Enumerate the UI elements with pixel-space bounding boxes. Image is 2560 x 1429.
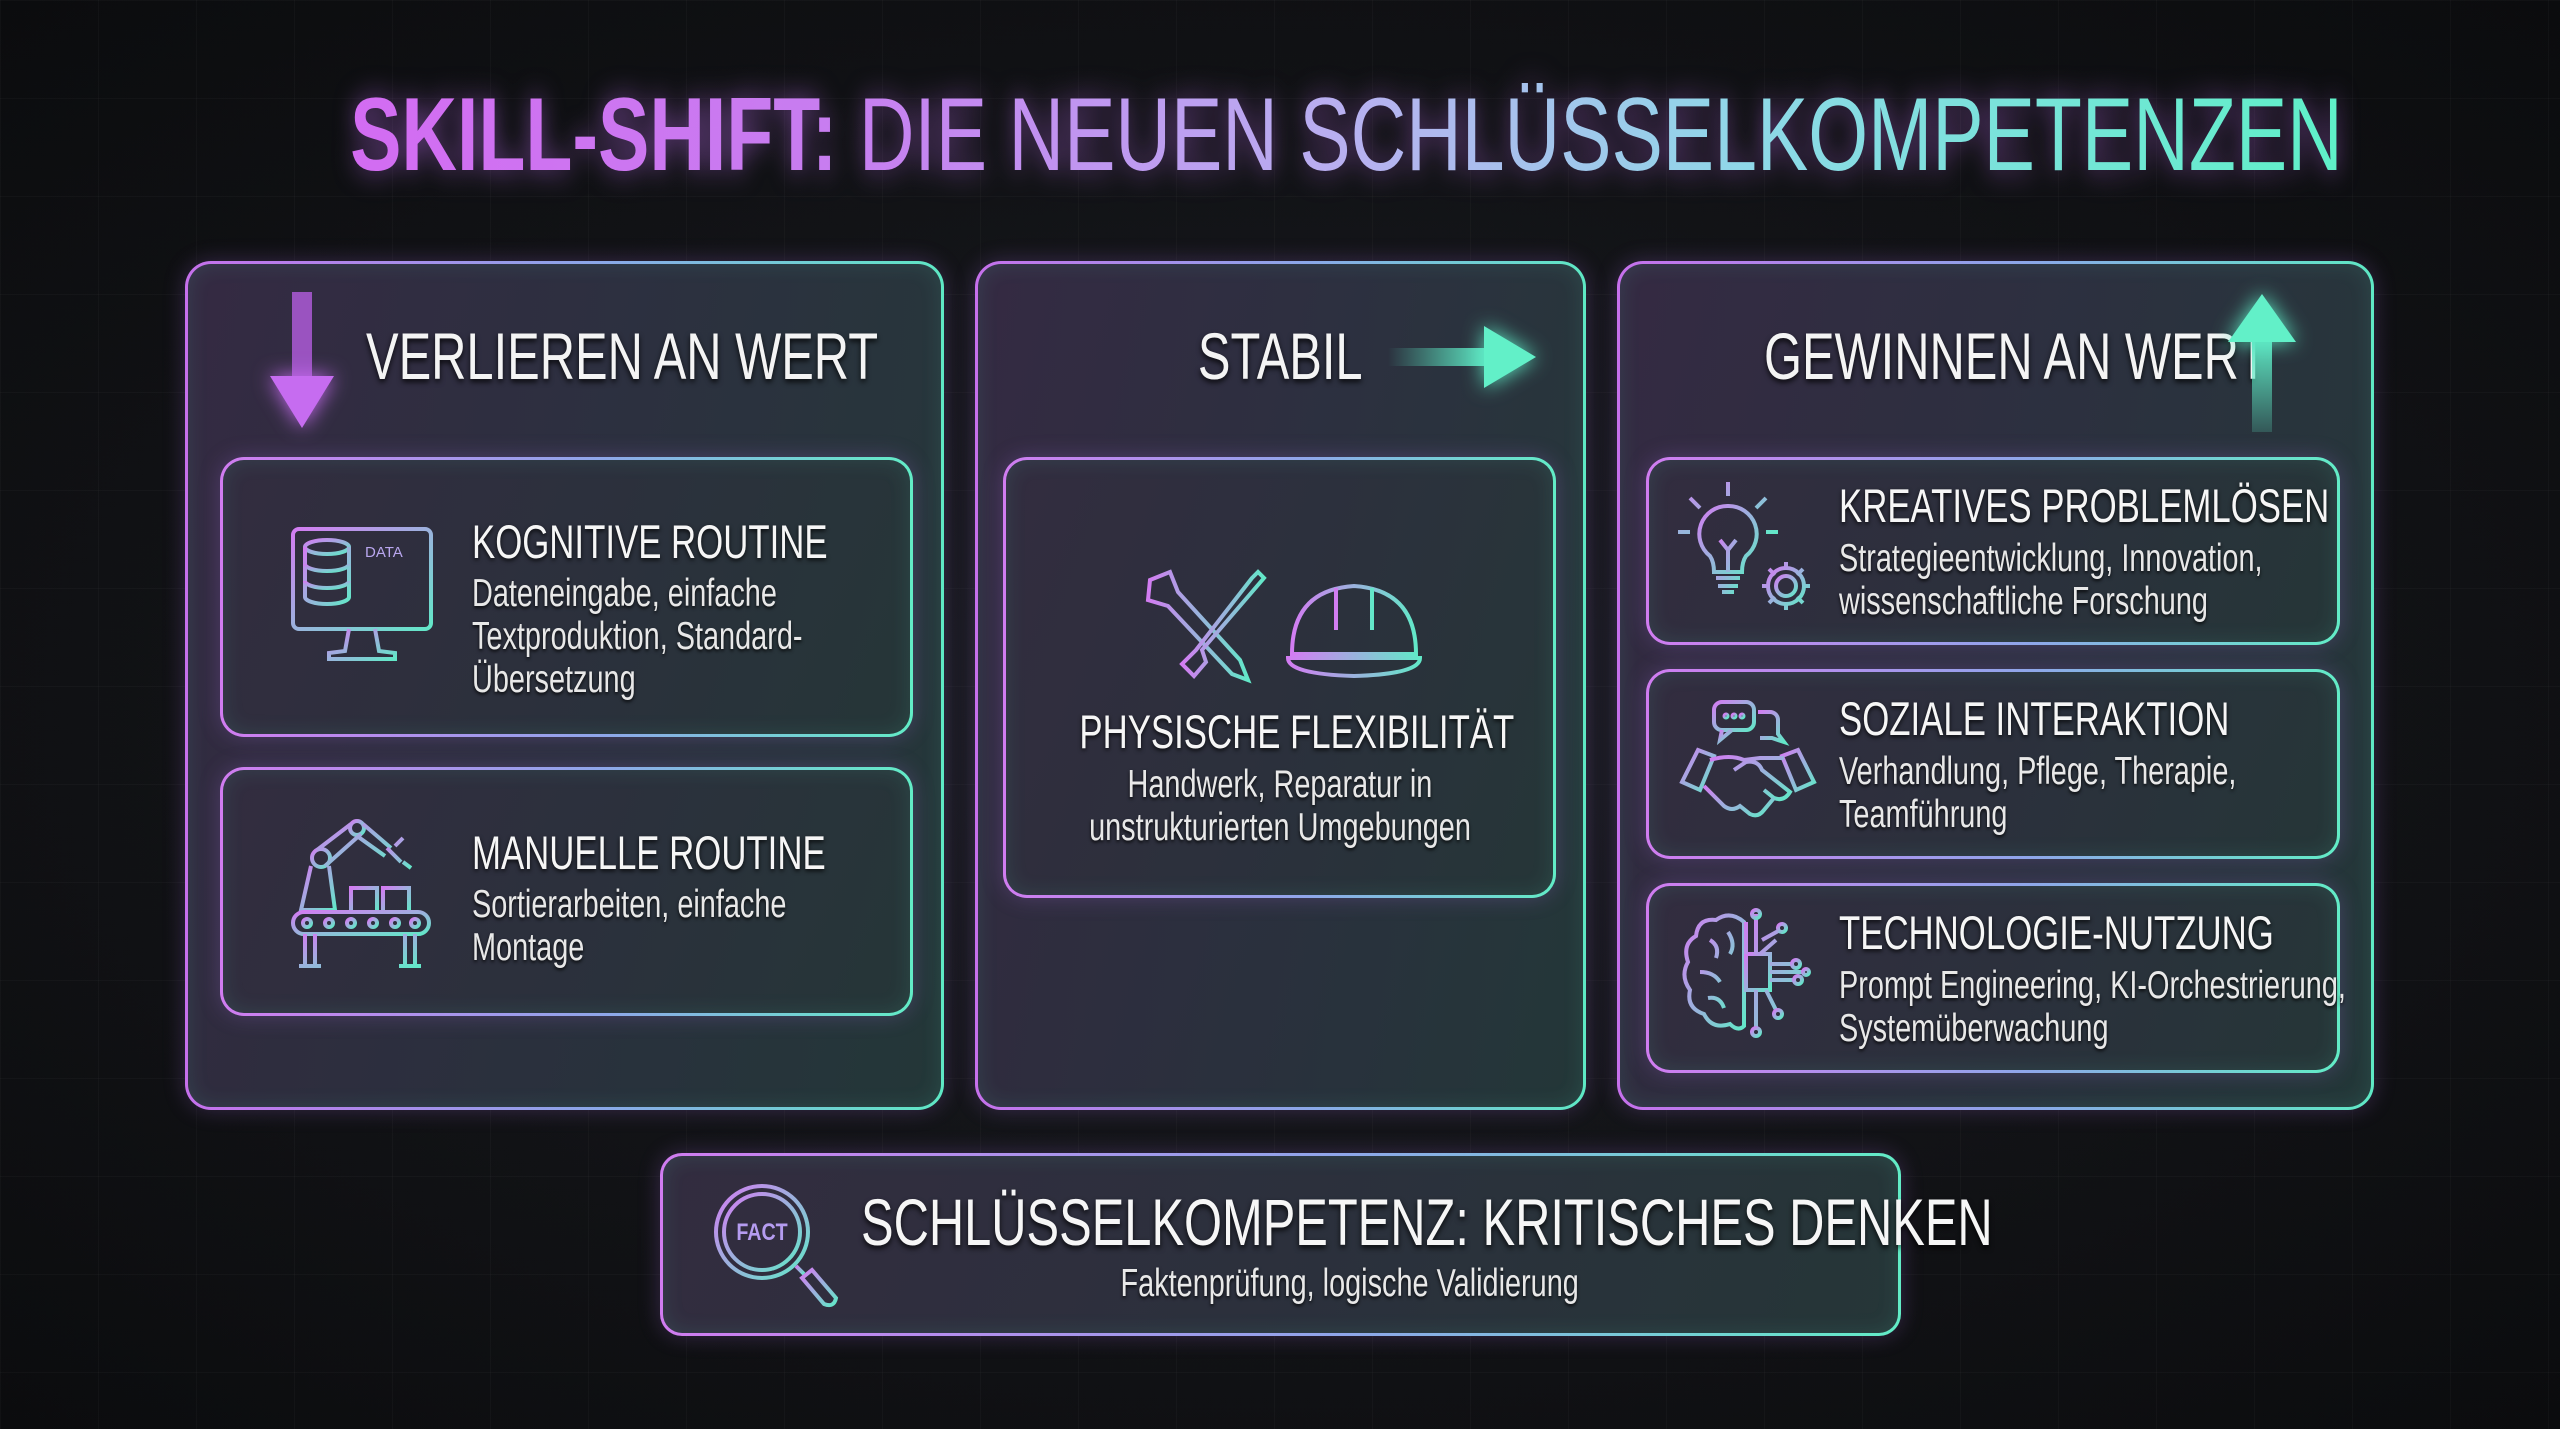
card-desc-line: Dateneingabe, einfache: [472, 572, 777, 615]
card-title: TECHNOLOGIE-NUTZUNG: [1839, 906, 2274, 959]
arrow-right-icon: [1388, 326, 1536, 388]
card-manuelle-routine: [220, 767, 913, 1016]
key-subtitle: Faktenprüfung, logische Validierung: [1120, 1262, 1580, 1305]
card-physische-flexibilitaet: [1003, 457, 1556, 898]
card-desc-line: Handwerk, Reparatur in: [1127, 763, 1432, 806]
card-desc-line: Teamführung: [1839, 793, 2008, 836]
handshake-chat-icon: [1679, 700, 1817, 818]
brain-circuit-icon: [1682, 908, 1811, 1038]
tools-hardhat-icon: [1145, 569, 1423, 684]
card-desc-line: wissenschaftliche Forschung: [1839, 580, 2208, 623]
card-desc-line: Prompt Engineering, KI-Orchestrierung,: [1839, 964, 2346, 1007]
fact-label: FACT: [736, 1218, 788, 1245]
key-title: SCHLÜSSELKOMPETENZ: KRITISCHES DENKEN: [861, 1185, 1993, 1259]
card-kognitive-routine: [220, 457, 913, 737]
column-heading: GEWINNEN AN WERT: [1764, 319, 2268, 393]
column-heading: STABIL: [1197, 319, 1363, 393]
robot-arm-conveyor-icon: [291, 819, 431, 968]
card-desc-line: Textproduktion, Standard-: [472, 615, 803, 658]
card-kreatives-problemloesen: [1646, 457, 2340, 645]
card-desc-line: unstrukturierten Umgebungen: [1088, 806, 1471, 849]
card-title: KOGNITIVE ROUTINE: [472, 515, 828, 568]
magnifier-fact-icon: FACT: [714, 1184, 839, 1308]
card-soziale-interaktion: [1646, 669, 2340, 859]
card-desc-line: Sortierarbeiten, einfache: [472, 883, 787, 926]
card-desc-line: Strategieentwicklung, Innovation,: [1839, 537, 2263, 580]
title-part2: DIE NEUEN SCHLÜSSELKOMPETENZEN: [858, 77, 2343, 193]
card-title: KREATIVES PROBLEMLÖSEN: [1839, 479, 2330, 532]
card-title: SOZIALE INTERAKTION: [1839, 692, 2230, 745]
card-technologie-nutzung: [1646, 883, 2340, 1073]
card-desc-line: Verhandlung, Pflege, Therapie,: [1839, 750, 2237, 793]
card-title: PHYSISCHE FLEXIBILITÄT: [1079, 705, 1515, 758]
card-title: MANUELLE ROUTINE: [472, 826, 826, 879]
card-desc-line: Montage: [472, 926, 585, 969]
arrow-up-icon: [2228, 294, 2296, 432]
data-label: DATA: [365, 544, 403, 561]
column-heading: VERLIEREN AN WERT: [366, 319, 879, 393]
page-title: SKILL-SHIFT: DIE NEUEN SCHLÜSSELKOMPETEN…: [0, 80, 2560, 190]
card-desc-line: Übersetzung: [472, 658, 636, 701]
computer-data-icon: DATA: [291, 527, 433, 661]
card-desc-line: Systemüberwachung: [1839, 1007, 2109, 1050]
key-competence-box: [660, 1153, 1901, 1336]
arrow-down-icon: [270, 292, 334, 428]
title-part1: SKILL-SHIFT:: [350, 77, 838, 193]
lightbulb-gear-icon: [1678, 482, 1810, 610]
